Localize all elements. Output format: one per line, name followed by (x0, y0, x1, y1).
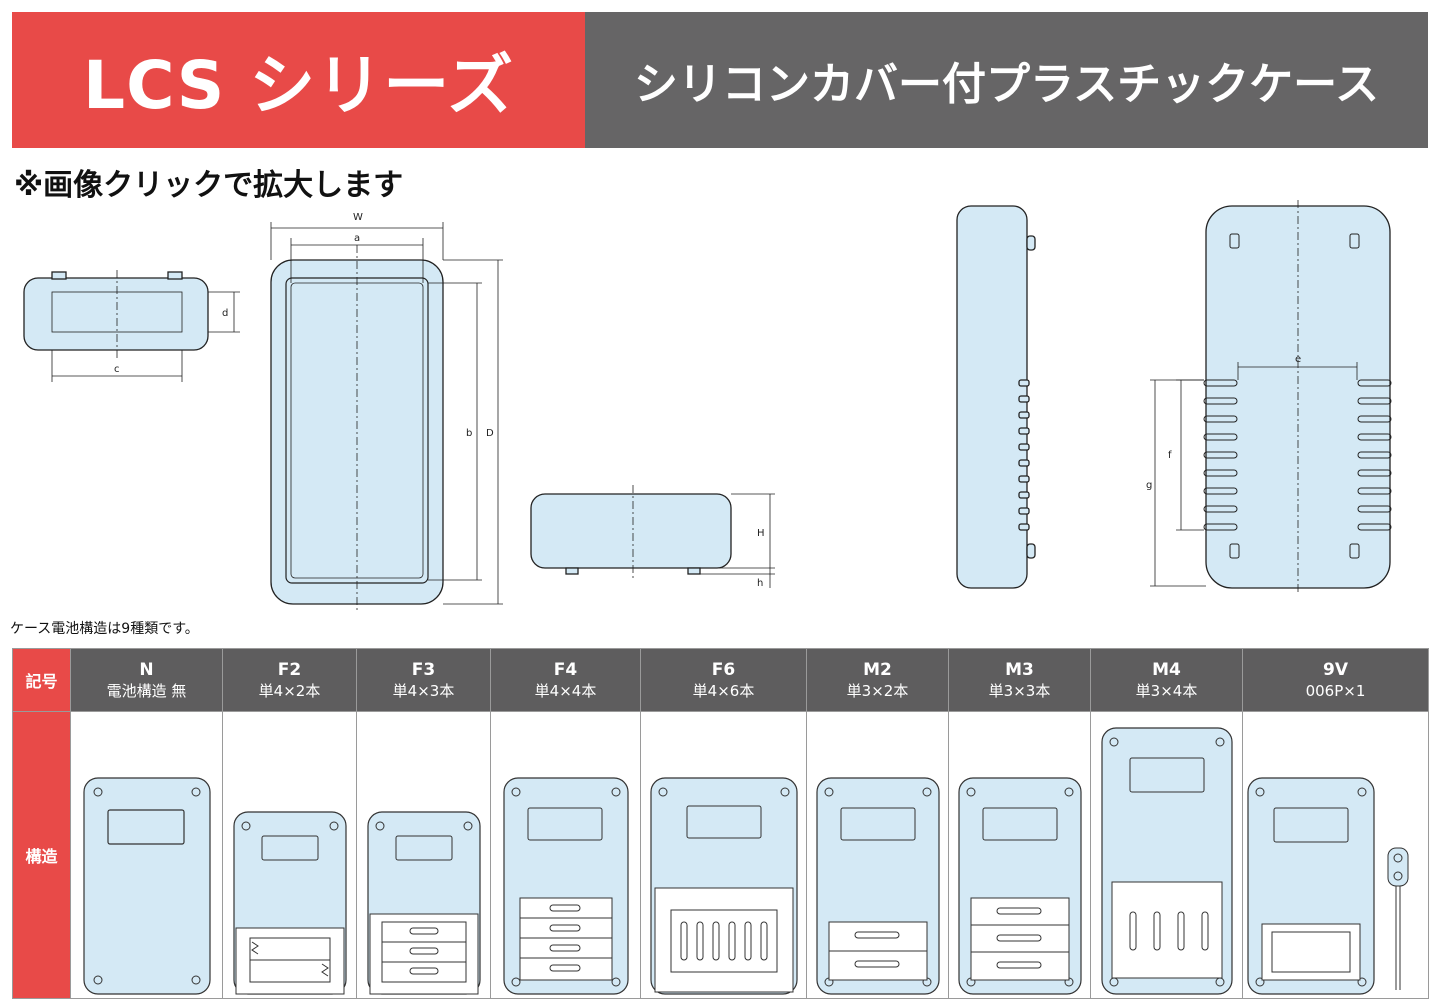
dim-label-d: d (222, 308, 228, 319)
dim-label-g: g (1146, 480, 1152, 491)
structure-image-F3[interactable] (356, 711, 491, 999)
dim-label-e: e (1295, 354, 1301, 365)
series-banner: LCS シリーズ (12, 12, 585, 148)
structure-image-M3[interactable] (948, 711, 1091, 999)
structure-image-9V[interactable] (1242, 711, 1429, 999)
structure-image-M4[interactable] (1090, 711, 1243, 999)
dim-label-b: b (466, 428, 472, 439)
dim-label-h: h (757, 578, 763, 589)
side-elevation-drawing (956, 205, 1036, 589)
product-title: シリコンカバー付プラスチックケース (634, 59, 1379, 110)
series-title: LCS シリーズ (83, 47, 514, 124)
product-banner: シリコンカバー付プラスチックケース (585, 12, 1428, 148)
top-view-drawing: c d (23, 270, 240, 382)
row-label-structure: 構造 (12, 711, 71, 999)
dim-label-D: D (486, 428, 494, 439)
structure-image-M2[interactable] (806, 711, 949, 999)
side-view-drawing: H h (530, 485, 775, 589)
dim-label-H: H (757, 528, 765, 539)
dim-label-f: f (1168, 450, 1172, 461)
structure-image-F6[interactable] (640, 711, 807, 999)
title-banner: LCS シリーズ シリコンカバー付プラスチックケース (12, 12, 1428, 148)
structure-caption: ケース電池構造は9種類です。 (10, 621, 199, 637)
structure-image-N[interactable] (70, 711, 223, 999)
dim-label-a: a (354, 233, 360, 244)
dim-label-c: c (114, 364, 120, 375)
dimension-drawings[interactable]: .body { fill:#d4e9f5; stroke:#222; strok… (0, 200, 1440, 610)
click-to-enlarge-notice: ※画像クリックで拡大します (14, 168, 404, 203)
row-label-code: 記号 (12, 648, 71, 712)
dim-label-W: W (353, 212, 363, 223)
structure-image-F2[interactable] (222, 711, 357, 999)
structure-row: 構造 (12, 711, 1429, 999)
structure-image-F4[interactable] (490, 711, 641, 999)
back-view-drawing: e f g (1146, 200, 1392, 595)
front-view-drawing: W a b D (270, 212, 503, 610)
